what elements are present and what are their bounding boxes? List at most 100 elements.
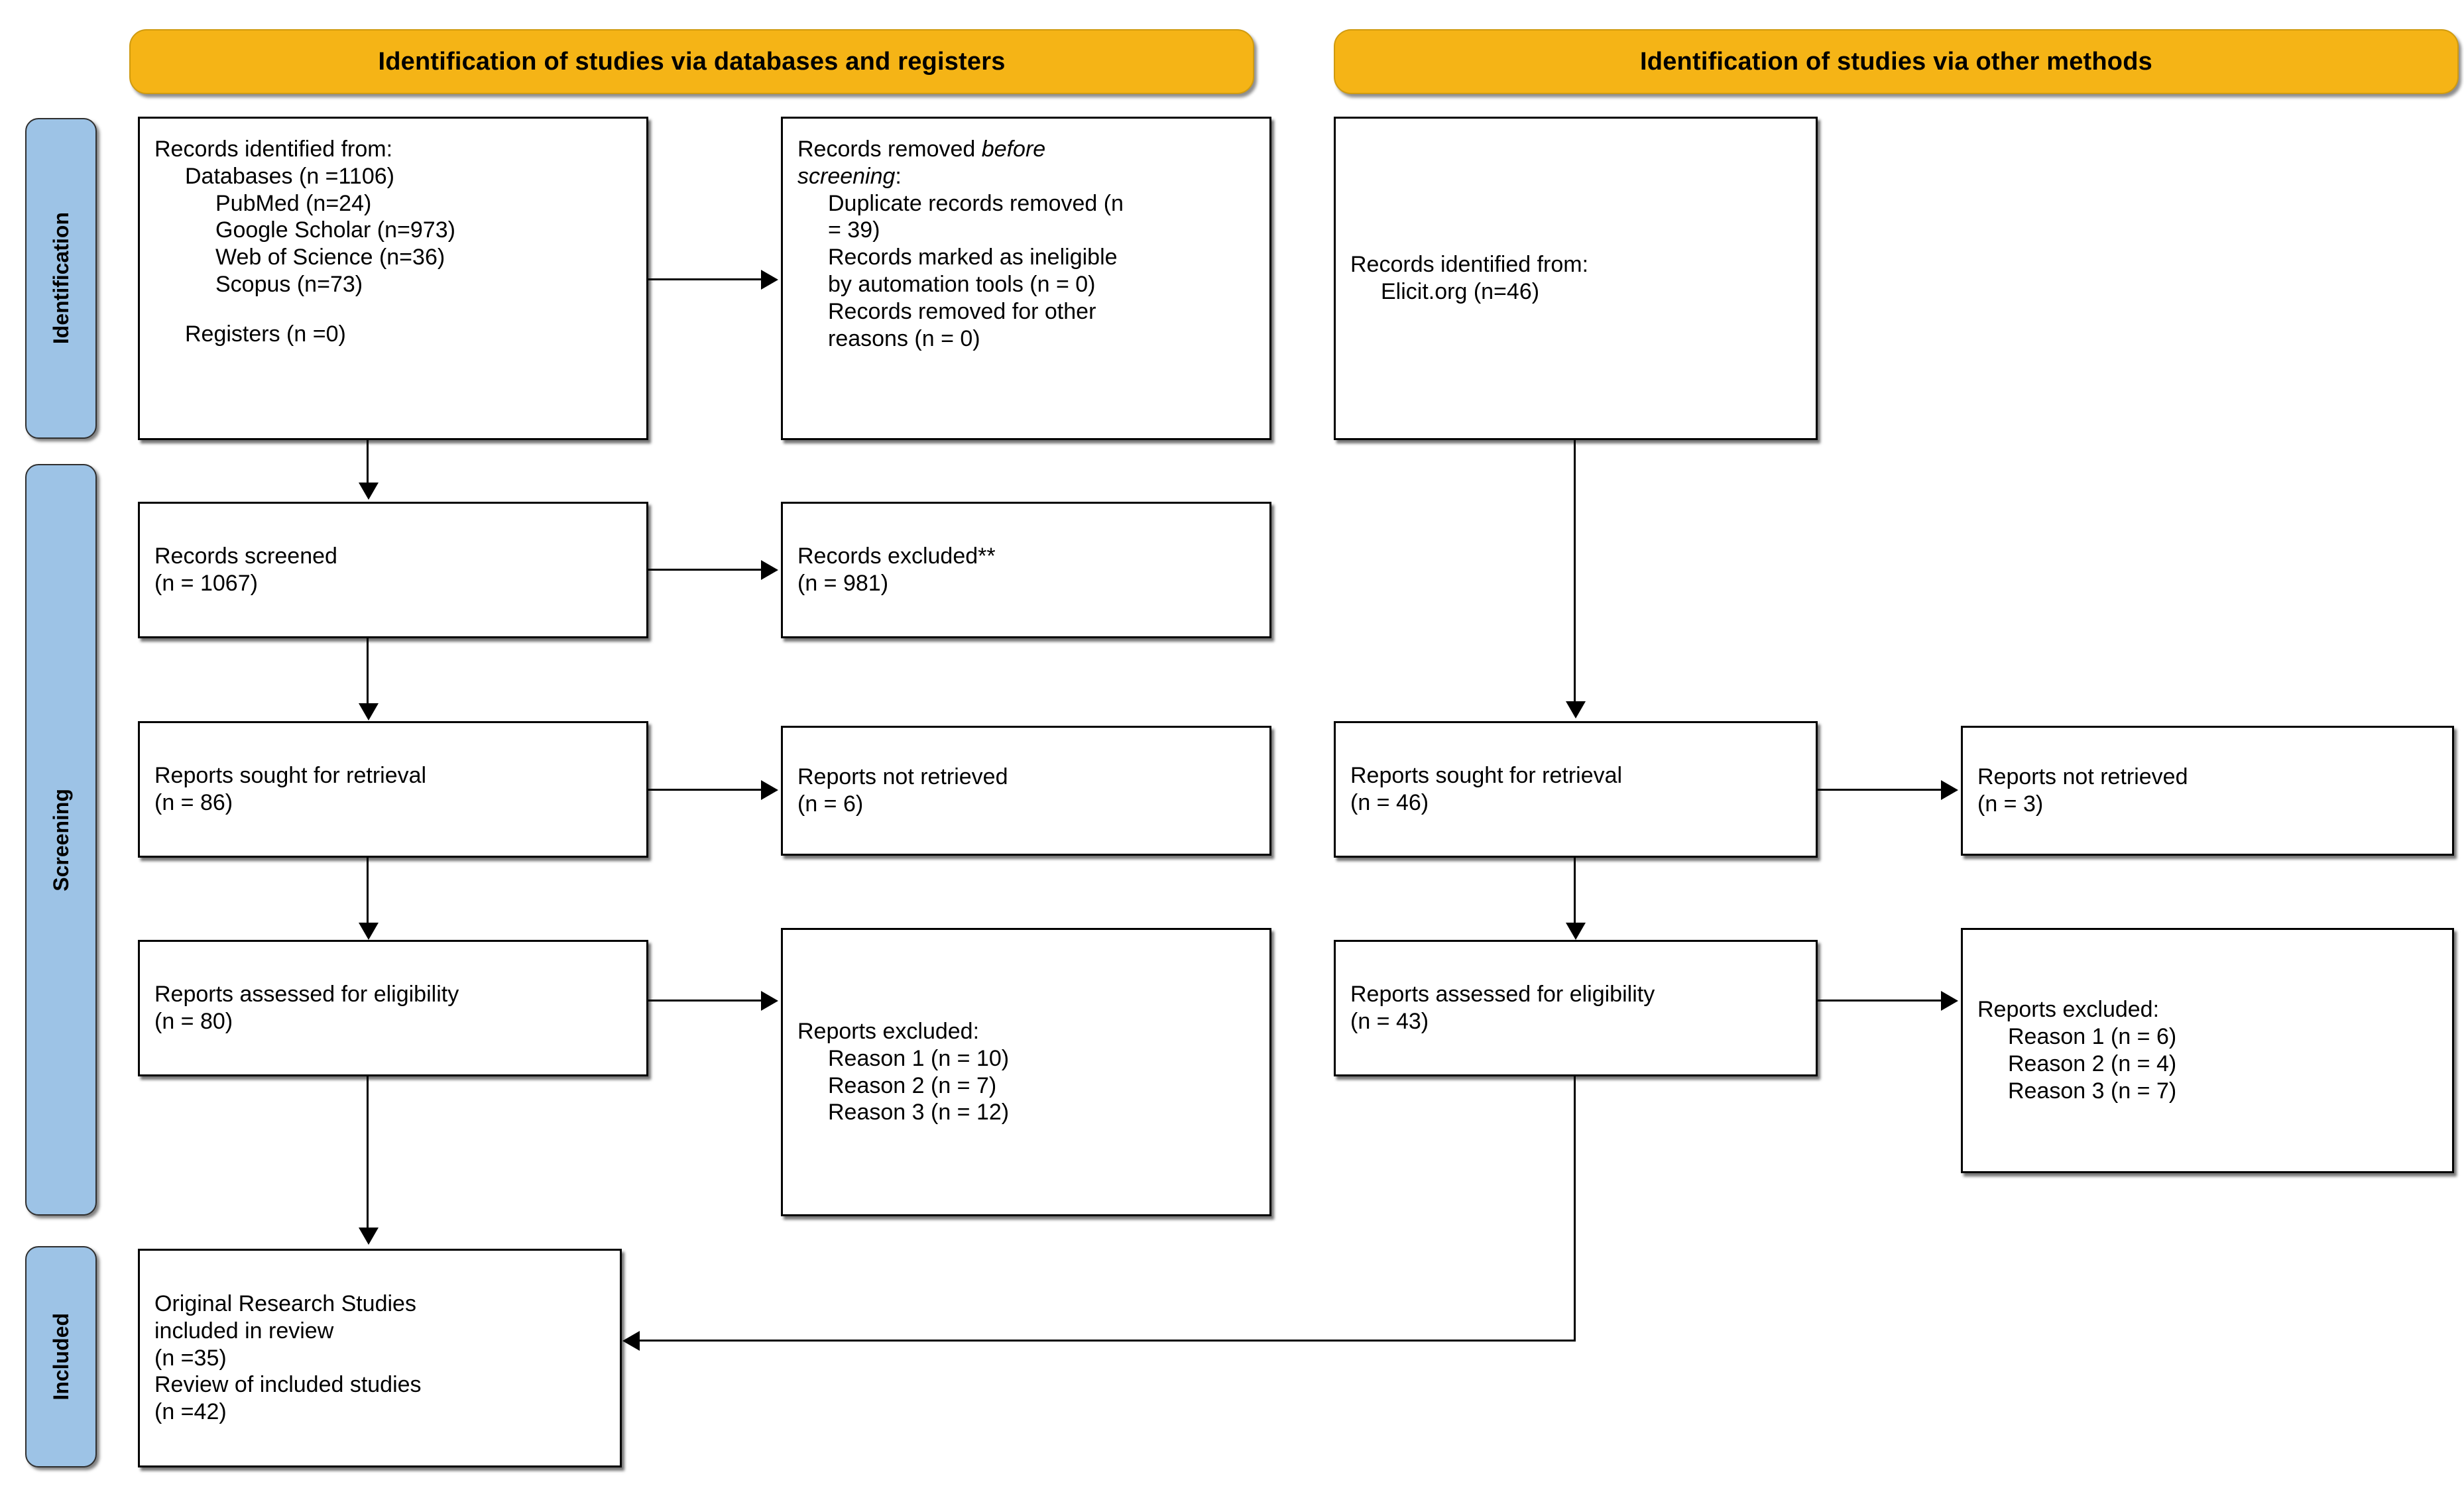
node-reports-not-retrieved-left: Reports not retrieved (n = 6) [781, 726, 1271, 856]
node-records-removed: Records removed before screening: Duplic… [781, 117, 1271, 440]
records-identified-spacer [154, 298, 632, 321]
node-records-screened: Records screened (n = 1067) [138, 502, 648, 638]
connector-right-to-included-horizontal [640, 1340, 1576, 1342]
connector-identified-to-screened-arrowhead [359, 483, 379, 500]
records-screened-line-1: Records screened [154, 544, 337, 569]
connector-sought-to-assessed-right-arrowhead [1566, 923, 1586, 940]
records-removed-colon: : [895, 163, 902, 189]
reports-excluded-left-line-4: Reason 3 (n = 12) [828, 1100, 1010, 1125]
records-excluded-line-1: Records excluded** [797, 544, 996, 569]
banner-databases-registers: Identification of studies via databases … [129, 29, 1254, 94]
included-studies-line-5: (n =42) [154, 1399, 227, 1425]
connector-right-to-included-vertical [1574, 1076, 1576, 1342]
stage-pill-included: Included [25, 1246, 97, 1467]
reports-excluded-left-line-1: Reports excluded: [797, 1018, 980, 1044]
records-identified-line-7: Registers (n =0) [185, 321, 346, 347]
banner-databases-registers-label: Identification of studies via databases … [378, 47, 1006, 76]
reports-assessed-left-line-2: (n = 80) [154, 1009, 233, 1034]
records-removed-line-8: reasons (n = 0) [828, 325, 980, 351]
included-studies-line-4: Review of included studies [154, 1372, 422, 1398]
reports-excluded-right-line-2: Reason 1 (n = 6) [2008, 1024, 2177, 1050]
reports-assessed-left-line-1: Reports assessed for eligibility [154, 982, 459, 1007]
records-removed-line-1: Records removed before [797, 136, 1255, 163]
stage-pill-screening: Screening [25, 464, 97, 1216]
node-records-identified-other: Records identified from: Elicit.org (n=4… [1334, 117, 1818, 440]
node-records-excluded: Records excluded** (n = 981) [781, 502, 1271, 638]
banner-other-methods-label: Identification of studies via other meth… [1640, 47, 2152, 76]
connector-sought-to-not-retrieved-right-arrowhead [1941, 780, 1958, 800]
connector-identified-to-removed-arrowhead [761, 270, 778, 290]
records-removed-line-1-text: Records removed [797, 137, 982, 162]
reports-assessed-right-line-1: Reports assessed for eligibility [1350, 982, 1655, 1007]
included-studies-line-1: Original Research Studies [154, 1291, 416, 1316]
node-included-studies: Original Research Studies included in re… [138, 1249, 622, 1467]
connector-assessed-to-included [367, 1076, 369, 1229]
connector-sought-to-assessed-left-arrowhead [359, 923, 379, 940]
connector-sought-to-assessed-left [367, 858, 369, 924]
stage-pill-identification: Identification [25, 118, 97, 439]
connector-assessed-to-included-arrowhead [359, 1228, 379, 1245]
node-reports-excluded-right: Reports excluded: Reason 1 (n = 6) Reaso… [1961, 928, 2454, 1173]
reports-assessed-right-line-2: (n = 43) [1350, 1009, 1429, 1034]
records-identified-line-4: Google Scholar (n=973) [215, 217, 455, 243]
connector-screened-to-excluded [648, 569, 762, 571]
connector-assessed-to-excluded-left [648, 1000, 762, 1002]
reports-sought-left-line-1: Reports sought for retrieval [154, 763, 427, 789]
node-reports-excluded-left: Reports excluded: Reason 1 (n = 10) Reas… [781, 928, 1271, 1216]
reports-not-retrieved-right-line-1: Reports not retrieved [1977, 764, 2188, 790]
records-identified-line-2: Databases (n =1106) [185, 163, 394, 189]
records-identified-other-line-1: Records identified from: [1350, 252, 1589, 278]
reports-sought-left-line-2: (n = 86) [154, 790, 233, 815]
reports-sought-right-line-2: (n = 46) [1350, 790, 1429, 815]
records-identified-other-line-2: Elicit.org (n=46) [1381, 279, 1540, 304]
node-reports-sought-right: Reports sought for retrieval (n = 46) [1334, 721, 1818, 858]
connector-sought-to-assessed-right [1574, 858, 1576, 924]
connector-sought-to-not-retrieved-left [648, 789, 762, 791]
connector-right-to-included-arrowhead [622, 1331, 640, 1351]
connector-other-identified-to-sought-arrowhead [1566, 701, 1586, 718]
connector-screened-to-sought-arrowhead [359, 703, 379, 720]
records-removed-line-2: screening: [797, 163, 1255, 190]
connector-identified-to-removed [648, 278, 762, 280]
stage-pill-identification-label: Identification [48, 212, 73, 345]
node-reports-not-retrieved-right: Reports not retrieved (n = 3) [1961, 726, 2454, 856]
connector-assessed-to-excluded-right [1818, 1000, 1944, 1002]
records-removed-line-5: Records marked as ineligible [828, 245, 1118, 270]
records-removed-before-emphasis: before [981, 137, 1046, 162]
reports-excluded-left-line-3: Reason 2 (n = 7) [828, 1072, 997, 1098]
reports-excluded-right-line-1: Reports excluded: [1977, 997, 2160, 1023]
node-records-identified: Records identified from: Databases (n =1… [138, 117, 648, 440]
records-removed-line-4: = 39) [828, 217, 880, 243]
included-studies-line-2: included in review [154, 1318, 334, 1344]
records-removed-line-7: Records removed for other [828, 298, 1096, 324]
stage-pill-screening-label: Screening [48, 788, 73, 891]
reports-excluded-left-line-2: Reason 1 (n = 10) [828, 1045, 1010, 1071]
records-identified-line-6: Scopus (n=73) [215, 271, 363, 297]
reports-not-retrieved-left-line-1: Reports not retrieved [797, 764, 1008, 790]
records-removed-screening-emphasis: screening [797, 163, 896, 189]
records-identified-line-5: Web of Science (n=36) [215, 245, 445, 270]
connector-sought-to-not-retrieved-right [1818, 789, 1944, 791]
banner-other-methods: Identification of studies via other meth… [1334, 29, 2459, 94]
reports-sought-right-line-1: Reports sought for retrieval [1350, 763, 1623, 789]
connector-other-identified-to-sought [1574, 440, 1576, 703]
records-identified-line-1: Records identified from: [154, 137, 393, 162]
records-excluded-line-2: (n = 981) [797, 571, 889, 596]
included-studies-line-3: (n =35) [154, 1345, 227, 1371]
connector-screened-to-excluded-arrowhead [761, 560, 778, 580]
connector-assessed-to-excluded-left-arrowhead [761, 991, 778, 1011]
reports-excluded-right-line-3: Reason 2 (n = 4) [2008, 1051, 2177, 1076]
reports-not-retrieved-right-line-2: (n = 3) [1977, 791, 2044, 817]
connector-sought-to-not-retrieved-left-arrowhead [761, 780, 778, 800]
records-identified-line-3: PubMed (n=24) [215, 190, 372, 216]
records-screened-line-2: (n = 1067) [154, 571, 258, 596]
node-reports-assessed-right: Reports assessed for eligibility (n = 43… [1334, 940, 1818, 1076]
node-reports-assessed-left: Reports assessed for eligibility (n = 80… [138, 940, 648, 1076]
connector-screened-to-sought [367, 638, 369, 705]
connector-assessed-to-excluded-right-arrowhead [1941, 991, 1958, 1011]
records-removed-line-6: by automation tools (n = 0) [828, 271, 1096, 297]
node-reports-sought-left: Reports sought for retrieval (n = 86) [138, 721, 648, 858]
reports-not-retrieved-left-line-2: (n = 6) [797, 791, 864, 817]
reports-excluded-right-line-4: Reason 3 (n = 7) [2008, 1078, 2177, 1104]
